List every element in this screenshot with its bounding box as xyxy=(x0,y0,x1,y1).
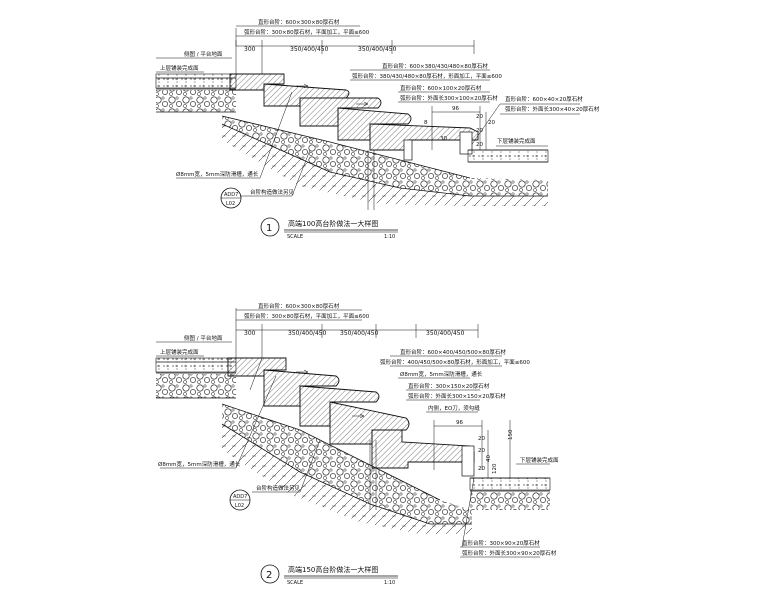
detail-1-title: 高端100高台阶做法一大样图 xyxy=(288,219,378,228)
note-5: 直形台阶：600×100×20厚石材 xyxy=(400,84,482,92)
note-2: 弧形台阶：300×80厚石材，平面加工，平面≤600 xyxy=(244,28,370,36)
dim-step-1: 350/400/450 xyxy=(290,46,329,53)
detail-2-title-block: 2 高端150高台阶做法一大样图 SCALE 1:10 xyxy=(260,564,398,586)
dim2-step-2: 350/400/450 xyxy=(340,330,379,337)
dim-r-2: 20 xyxy=(476,114,483,120)
detail-2-right-dimensions: 96 20 20 20 150 40 120 xyxy=(433,420,514,478)
lower2-concrete-base xyxy=(469,477,551,491)
sloped2-gravel-fill xyxy=(222,404,472,524)
detail-2: 300 350/400/450 350/400/450 350/400/450 … xyxy=(155,302,559,586)
detail-2-scale-label: SCALE xyxy=(287,580,303,586)
nose-cladding xyxy=(459,131,473,155)
drainage2-arrow-1 xyxy=(296,369,309,375)
detail-1-right-dimensions: 96 20 8 20 20 20 30 xyxy=(424,106,495,150)
detail-2-scale-value: 1:10 xyxy=(384,580,395,586)
dim2-step-1: 350/400/450 xyxy=(288,330,327,337)
dim2-r-3: 20 xyxy=(478,448,485,454)
note2-6: 直形台阶：300×150×20厚石材 xyxy=(408,382,490,390)
tread-slab-4 xyxy=(369,123,479,151)
label-upper-finish: 上层铺装完成面 xyxy=(160,64,199,72)
callout-1-bottom: L02 xyxy=(226,201,235,207)
note2-8: 内侧，EO刀，须勾缝 xyxy=(428,404,480,412)
riser2-cladding xyxy=(461,445,475,477)
label-platform: 侧图 / 平台地面 xyxy=(184,50,223,58)
note2-7: 弧形台阶：外面长300×150×20厚石材 xyxy=(408,392,506,400)
callout-2-top: ADD7 xyxy=(233,494,247,500)
dim-step-2: 350/400/450 xyxy=(358,46,397,53)
dim-r-3: 8 xyxy=(424,120,428,126)
callout-2-bottom: L02 xyxy=(235,503,244,509)
detail-1-number: 1 xyxy=(266,223,272,234)
note-6: 弧形台阶：外面长300×100×20厚石材 xyxy=(400,94,498,102)
label2-lower-finish: 下层铺装完成面 xyxy=(520,456,559,464)
detail-2-material-notes: 直形台阶：600×300×80厚石材 弧形台阶：300×80厚石材，平面加工，平… xyxy=(236,302,557,558)
note-1: 直形台阶：600×300×80厚石材 xyxy=(258,18,340,26)
dim2-r-2: 20 xyxy=(478,436,485,442)
detail-2-title: 高端150高台阶做法一大样图 xyxy=(288,565,378,574)
dim2-step-3: 350/400/450 xyxy=(426,330,465,337)
callout-1-top: ADD7 xyxy=(224,192,238,198)
note2-3: 直形台阶：600×400/450/500×80厚石材 xyxy=(400,348,506,356)
label2-platform: 侧图 / 平台地面 xyxy=(184,334,223,342)
dim2-r-6: 40 xyxy=(486,455,492,462)
label2-construction-ref: 台阶构造做法另见 xyxy=(256,484,301,492)
dim-r-4: 20 xyxy=(476,128,483,134)
note-4: 弧形台阶：380/430/480×80厚石材，形面加工，平面≤600 xyxy=(352,72,502,80)
riser-cladding xyxy=(403,139,413,161)
label2-antislip-groove: Ø8mm宽，5mm深防滑槽，通长 xyxy=(158,460,241,468)
note-3: 直形台阶：600×380/430/480×80厚石材 xyxy=(382,62,488,70)
detail-2-dimension-chain: 300 350/400/450 350/400/450 350/400/450 xyxy=(235,308,479,358)
dim-300: 300 xyxy=(244,46,256,53)
note-7: 直形台阶：600×40×20厚石材 xyxy=(505,95,583,103)
compacted2-soil xyxy=(222,424,472,534)
dim-r-6: 20 xyxy=(476,142,483,148)
detail-1-scale-value: 1:10 xyxy=(384,234,395,240)
dim2-r-7: 120 xyxy=(492,463,498,474)
upper-concrete-base xyxy=(155,73,237,89)
label2-upper-finish: 上层铺装完成面 xyxy=(160,348,199,356)
upper2-gravel-base xyxy=(156,374,236,398)
detail-1: 300 350/400/450 350/400/450 直形台阶：600×300… xyxy=(155,18,600,240)
upper2-concrete-base xyxy=(155,357,237,373)
detail-2-number: 2 xyxy=(266,570,272,581)
dim2-r-5: 150 xyxy=(508,429,514,440)
note2-4: 弧形台阶：400/450/500×80厚石材，形面加工，平面≤600 xyxy=(380,358,530,366)
dim2-300: 300 xyxy=(244,330,256,337)
note2-10: 弧形台阶：外面长300×90×20厚石材 xyxy=(462,549,557,557)
label-construction-ref: 台阶构造做法另见 xyxy=(250,188,295,196)
lower2-gravel-base xyxy=(470,492,550,510)
dim2-r-1: 96 xyxy=(456,420,463,426)
dim2-r-4: 20 xyxy=(478,466,485,472)
note2-9: 直形台阶：300×90×20厚石材 xyxy=(462,539,540,547)
compacted-soil xyxy=(222,124,548,206)
note-8: 弧形台阶：外面长300×40×20厚石材 xyxy=(505,105,600,113)
lower-concrete-base xyxy=(467,149,549,163)
drainage-arrow-2 xyxy=(356,101,369,107)
note2-5: Ø8mm宽，5mm深防滑槽，通长 xyxy=(400,370,483,378)
detail-2-left-labels: 侧图 / 平台地面 上层铺装完成面 xyxy=(156,334,232,357)
tread2-slab-4 xyxy=(371,429,475,469)
detail-1-title-block: 1 高端100高台阶做法一大样图 SCALE 1:10 xyxy=(260,217,398,240)
label-lower-finish: 下层铺装完成面 xyxy=(497,137,536,145)
label-antislip-groove: Ø8mm宽，5mm深防滑槽，通长 xyxy=(176,170,259,178)
note2-1: 直形台阶：600×300×80厚石材 xyxy=(258,302,340,310)
drainage-arrow-1 xyxy=(296,83,309,89)
dim-r-1: 96 xyxy=(452,106,459,112)
upper-gravel-base xyxy=(156,90,236,112)
drainage2-arrow-2 xyxy=(352,413,365,419)
dim-r-7: 30 xyxy=(440,136,447,142)
dim-r-5: 20 xyxy=(488,120,495,126)
detail-1-material-notes: 直形台阶：600×300×80厚石材 弧形台阶：300×80厚石材，平面加工，平… xyxy=(236,18,600,151)
detail-1-left-labels: 侧图 / 平台地面 上层铺装完成面 xyxy=(156,50,232,73)
detail-1-dimension-chain: 300 350/400/450 350/400/450 xyxy=(235,28,475,75)
note2-2: 弧形台阶：300×80厚石材，平面加工，平面≤600 xyxy=(244,312,370,320)
detail-1-scale-label: SCALE xyxy=(287,234,303,240)
